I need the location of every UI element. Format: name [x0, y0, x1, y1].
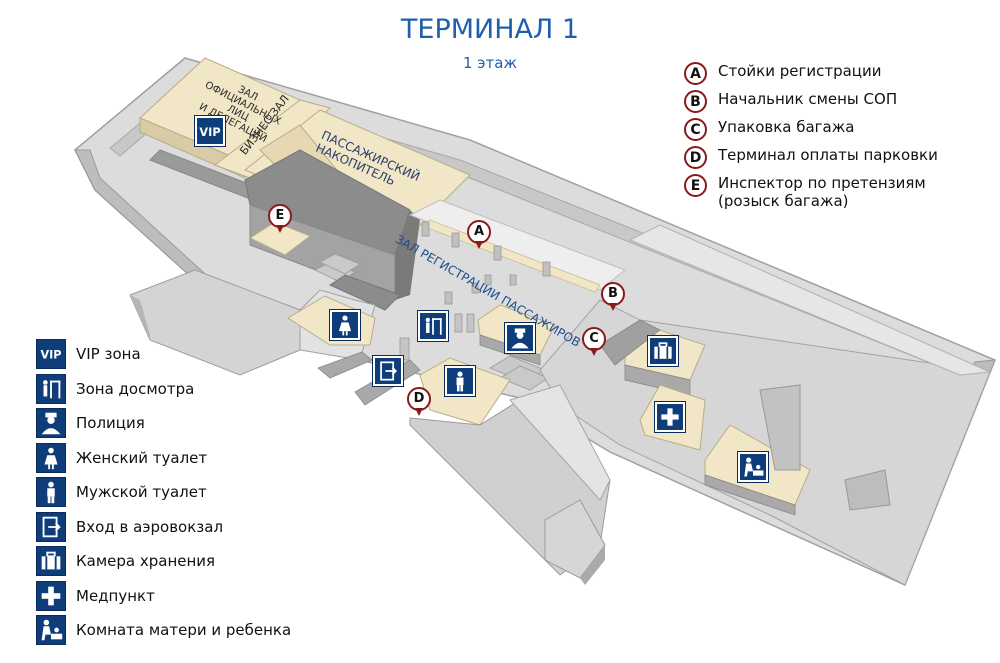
legend-medical: Медпункт [36, 580, 336, 616]
floor-label: 1 этаж [463, 54, 517, 72]
legend-security-label: Зона досмотра [76, 379, 195, 398]
legend-entrance: Вход в аэровокзал [36, 511, 336, 547]
marker-b-pin[interactable]: B [601, 282, 625, 314]
medical-icon [36, 580, 66, 611]
legend-marker-e: E Инспектор по претензиям (розыск багажа… [684, 172, 994, 216]
legend-badge-b: B [684, 90, 707, 113]
entrance-icon[interactable] [373, 356, 403, 386]
legend-police: Полиция [36, 408, 336, 443]
markers-legend: A Стойки регистрации B Начальник смены С… [684, 60, 994, 216]
vip-icon[interactable]: VIP [195, 116, 225, 146]
legend-badge-a: A [684, 62, 707, 85]
legend-security: Зона досмотра [36, 373, 336, 409]
legend-medical-label: Медпункт [76, 586, 155, 605]
page-title: ТЕРМИНАЛ 1 [400, 14, 580, 45]
legend-label-a: Стойки регистрации [718, 62, 882, 80]
legend-badge-e: E [684, 174, 707, 197]
legend-luggage: Камера хранения [36, 546, 336, 581]
entrance-icon [36, 511, 66, 542]
male-toilet-icon[interactable] [445, 366, 475, 396]
marker-c-letter: C [582, 327, 606, 351]
legend-female-toilet: Женский туалет [36, 442, 336, 478]
legend-badge-d: D [684, 146, 707, 169]
female-toilet-icon [36, 442, 66, 473]
claims-room [248, 221, 312, 256]
male-toilet-icon [36, 477, 66, 507]
legend-marker-a: A Стойки регистрации [684, 60, 994, 88]
checkin-counters [421, 221, 551, 305]
legend-vip-badge-text: VIP [40, 349, 61, 362]
legend-male-toilet-label: Мужской туалет [76, 483, 207, 501]
luggage-storage-icon[interactable] [648, 336, 678, 366]
icons-legend: VIP VIP зона Зона досмотра Полиция Женск… [36, 339, 336, 650]
legend-label-d: Терминал оплаты парковки [718, 146, 938, 164]
medical-icon[interactable] [655, 402, 685, 432]
legend-label-b: Начальник смены СОП [718, 90, 898, 108]
legend-mother-child: Комната матери и ребенка [36, 615, 336, 650]
legend-mother-child-label: Комната матери и ребенка [76, 621, 292, 639]
mother-child-icon [36, 615, 66, 645]
mother-child-icon[interactable] [738, 452, 768, 482]
legend-vip: VIP VIP зона [36, 339, 336, 374]
legend-marker-d: D Терминал оплаты парковки [684, 144, 994, 172]
legend-vip-label: VIP зона [76, 345, 141, 363]
female-toilet-icon[interactable] [330, 310, 360, 340]
legend-luggage-label: Камера хранения [76, 552, 216, 570]
legend-police-label: Полиция [76, 414, 145, 432]
legend-entrance-label: Вход в аэровокзал [76, 517, 224, 536]
business-hall-room [213, 99, 332, 179]
marker-c-pin[interactable]: C [582, 327, 606, 359]
luggage-storage-icon [36, 546, 66, 576]
marker-d-pin[interactable]: D [407, 387, 431, 419]
vip-icon: VIP [36, 339, 66, 369]
marker-e-letter: E [268, 204, 292, 228]
legend-label-e: Инспектор по претензиям (розыск багажа) [718, 174, 926, 210]
police-icon[interactable] [505, 323, 535, 353]
marker-e-pin[interactable]: E [268, 204, 292, 236]
police-icon [36, 408, 66, 438]
legend-marker-b: B Начальник смены СОП [684, 88, 994, 116]
legend-badge-c: C [684, 118, 707, 141]
security-check-icon[interactable] [418, 311, 448, 341]
legend-label-c: Упаковка багажа [718, 118, 855, 136]
legend-marker-c: C Упаковка багажа [684, 116, 994, 144]
legend-male-toilet: Мужской туалет [36, 477, 336, 512]
legend-female-toilet-label: Женский туалет [76, 448, 208, 467]
marker-a-pin[interactable]: A [467, 220, 491, 252]
vip-badge-text: VIP [199, 126, 220, 139]
security-check-icon [36, 373, 66, 404]
